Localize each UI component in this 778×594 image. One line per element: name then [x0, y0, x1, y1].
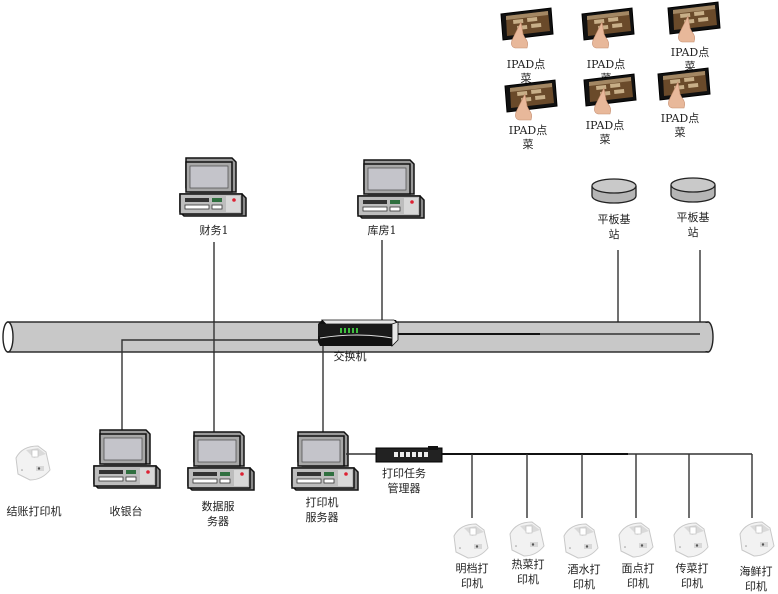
ipad-icon — [667, 1, 721, 43]
base-station-label-line1: 平板基 — [598, 212, 631, 226]
backbone-links — [121, 322, 700, 432]
desktop-pc-icon — [291, 431, 359, 491]
kitchen-printer-label-line1: 传菜打 — [676, 561, 709, 575]
kitchen-printer-label-line2: 印机 — [461, 576, 483, 590]
ipad-5: IPAD点 菜 — [583, 73, 637, 146]
checkout-printer: 结账打印机 — [7, 445, 62, 518]
switch — [318, 319, 399, 347]
pc-data-server-label-line1: 数据服 — [202, 499, 235, 513]
ipad-4: IPAD点 菜 — [504, 79, 558, 151]
desktop-pc-icon — [187, 431, 255, 491]
kitchen-printer-label-line2: 印机 — [681, 576, 703, 590]
base-station-icon — [591, 178, 637, 204]
desktop-pc-icon — [93, 429, 161, 489]
kitchen-printer-label-line2: 印机 — [573, 577, 595, 591]
base-station-label-line1: 平板基 — [677, 210, 710, 224]
kitchen-printer-label-line2: 印机 — [627, 576, 649, 590]
ipad-label-line2: 菜 — [521, 72, 532, 85]
base-station-label-line2: 站 — [688, 225, 699, 239]
desktop-pc-icon — [357, 159, 425, 219]
kitchen-printer-3: 酒水打 印机 — [563, 523, 601, 591]
kitchen-printer-label-line2: 印机 — [517, 572, 539, 586]
ipad-2: IPAD点 菜 — [581, 7, 635, 85]
print-task-manager — [375, 446, 443, 463]
switch-leds — [340, 328, 358, 333]
pc-finance: 财务1 — [179, 157, 247, 237]
checkout-printer-label: 结账打印机 — [7, 504, 62, 518]
printer-icon — [673, 522, 709, 558]
kitchen-printer-6: 海鲜打 印机 — [739, 521, 775, 593]
ipad-icon — [583, 73, 637, 115]
ipad-group: IPAD点 菜 IPAD点 菜 IPAD点 菜 IPAD点 菜 IPAD点 菜 … — [500, 1, 721, 151]
ipad-icon — [657, 67, 711, 109]
base-station-2: 平板基 站 — [670, 177, 716, 239]
kitchen-printer-5: 传菜打 印机 — [673, 522, 709, 590]
ipad-label-line1: IPAD点 — [587, 58, 626, 71]
kitchen-printer-label-line2: 印机 — [745, 579, 767, 593]
ipad-3: IPAD点 菜 — [667, 1, 721, 73]
ipad-label-line2: 菜 — [675, 126, 686, 139]
kitchen-printer-label-line1: 热菜打 — [512, 557, 545, 571]
pc-print-server-label-line1: 打印机 — [306, 495, 339, 509]
kitchen-printer-1: 明档打 印机 — [453, 523, 489, 590]
printer-icon — [739, 521, 775, 557]
kitchen-printer-2: 热菜打 印机 — [509, 521, 545, 586]
ipad-6: IPAD点 菜 — [657, 67, 711, 139]
printer-icon — [563, 523, 599, 559]
base-station-icon — [670, 177, 716, 203]
pc-warehouse: 库房1 — [357, 159, 425, 237]
ipad-label-line1: IPAD点 — [671, 46, 710, 59]
kitchen-printer-label-line1: 海鲜打 — [740, 564, 773, 578]
switch-label: 交换机 — [334, 349, 367, 363]
pc-cashier: 收银台 — [93, 429, 161, 518]
kitchen-printer-label-line1: 酒水打 — [568, 562, 601, 576]
printer-icon — [618, 522, 654, 558]
ipad-label-line2: 菜 — [523, 138, 534, 151]
ipad-label-line1: IPAD点 — [507, 58, 546, 71]
kitchen-printer-4: 面点打 印机 — [618, 522, 655, 590]
kitchen-printer-label-line1: 明档打 — [456, 561, 489, 575]
pc-print-server-label-line2: 服务器 — [306, 511, 339, 524]
base-station-1: 平板基 站 — [591, 178, 637, 241]
ipad-icon — [581, 7, 635, 49]
pc-data-server: 数据服 务器 — [187, 431, 255, 528]
kitchen-printer-label-line1: 面点打 — [622, 561, 655, 575]
pc-print-server: 打印机 服务器 — [291, 431, 359, 524]
printer-icon — [509, 521, 545, 557]
ipad-label-line1: IPAD点 — [661, 112, 700, 125]
pc-finance-label: 财务1 — [200, 223, 229, 237]
printer-icon — [15, 445, 51, 481]
pc-data-server-label-line2: 务器 — [207, 515, 229, 528]
print-task-manager-label-line2: 管理器 — [388, 481, 421, 495]
ipad-label-line1: IPAD点 — [586, 119, 625, 132]
ipad-label-line2: 菜 — [600, 133, 611, 146]
pc-warehouse-label: 库房1 — [368, 224, 397, 237]
ipad-label-line2: 菜 — [685, 60, 696, 73]
printer-icon — [453, 523, 489, 559]
ipad-icon — [500, 7, 554, 49]
pc-cashier-label: 收银台 — [110, 504, 143, 518]
print-task-manager-label-line1: 打印任务 — [382, 466, 426, 480]
ipad-1: IPAD点 菜 — [500, 7, 554, 85]
ipad-icon — [504, 79, 558, 121]
base-station-label-line2: 站 — [609, 227, 620, 241]
desktop-pc-icon — [179, 157, 247, 217]
printer-bus — [442, 453, 753, 518]
ipad-label-line1: IPAD点 — [509, 124, 548, 137]
